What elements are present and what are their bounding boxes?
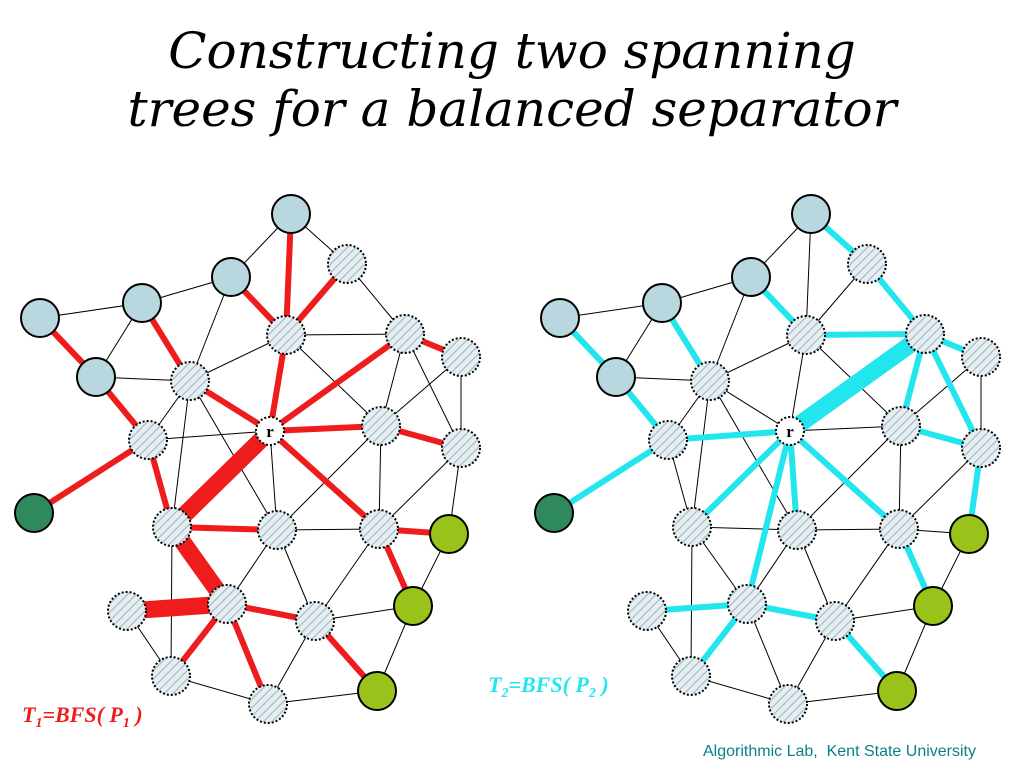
graph-nodes: r bbox=[534, 194, 1001, 724]
tree-edge bbox=[267, 331, 408, 434]
node-hatched bbox=[385, 314, 425, 354]
node-blue bbox=[642, 283, 682, 323]
node-blue bbox=[76, 357, 116, 397]
node-blue bbox=[791, 194, 831, 234]
graph-edge bbox=[805, 213, 812, 336]
title-line-2: trees for a balanced separator bbox=[127, 80, 897, 138]
node-dark-green bbox=[14, 493, 54, 533]
node-root bbox=[255, 416, 285, 446]
tree-1-label: T1=BFS( P1 ) bbox=[22, 702, 143, 731]
node-light-green bbox=[357, 671, 397, 711]
node-hatched bbox=[327, 244, 367, 284]
footer-credit: Algorithmic Lab, Kent State University bbox=[702, 743, 976, 760]
tree-edge bbox=[283, 211, 294, 338]
tree-edge bbox=[744, 428, 793, 607]
node-hatched bbox=[879, 509, 919, 549]
node-hatched bbox=[441, 337, 481, 377]
node-hatched bbox=[648, 420, 688, 460]
graph-edge bbox=[709, 380, 798, 531]
graph-edge bbox=[147, 430, 271, 441]
node-dark-green bbox=[534, 493, 574, 533]
node-hatched bbox=[627, 591, 667, 631]
node-light-green bbox=[393, 586, 433, 626]
node-hatched bbox=[359, 509, 399, 549]
node-blue bbox=[20, 298, 60, 338]
title-line-1: Constructing two spanning bbox=[168, 22, 856, 80]
graph-edge bbox=[171, 380, 191, 528]
node-hatched bbox=[786, 315, 826, 355]
node-hatched bbox=[152, 507, 192, 547]
graph-edge bbox=[796, 425, 902, 531]
node-hatched bbox=[128, 420, 168, 460]
node-blue bbox=[122, 283, 162, 323]
node-hatched bbox=[151, 656, 191, 696]
node-hatched bbox=[248, 684, 288, 724]
root-label: r bbox=[786, 422, 794, 441]
node-light-green bbox=[429, 514, 469, 554]
node-hatched bbox=[266, 315, 306, 355]
tree-edge bbox=[689, 428, 793, 530]
tree-edge-heavy bbox=[785, 327, 930, 438]
node-hatched bbox=[961, 428, 1001, 468]
node-blue bbox=[540, 298, 580, 338]
tree-edge bbox=[267, 428, 382, 532]
graph-edge bbox=[276, 425, 382, 531]
graph-tree-2: r bbox=[534, 194, 1001, 724]
node-root bbox=[775, 416, 805, 446]
node-hatched bbox=[361, 406, 401, 446]
node-hatched bbox=[207, 584, 247, 624]
node-blue bbox=[731, 257, 771, 297]
node-hatched bbox=[768, 684, 808, 724]
node-hatched bbox=[170, 361, 210, 401]
node-blue bbox=[271, 194, 311, 234]
graph-edge bbox=[285, 333, 406, 336]
node-hatched bbox=[961, 337, 1001, 377]
graph-edge bbox=[690, 526, 693, 677]
tree-2-label: T2=BFS( P2 ) bbox=[488, 672, 609, 701]
node-hatched bbox=[777, 510, 817, 550]
node-hatched bbox=[690, 361, 730, 401]
tree-edge bbox=[665, 428, 793, 443]
node-hatched bbox=[905, 314, 945, 354]
node-light-green bbox=[913, 586, 953, 626]
node-hatched bbox=[847, 244, 887, 284]
node-hatched bbox=[881, 406, 921, 446]
node-hatched bbox=[671, 656, 711, 696]
node-hatched bbox=[441, 428, 481, 468]
tree-edge bbox=[31, 437, 151, 516]
tree-edge bbox=[922, 331, 984, 451]
node-light-green bbox=[877, 671, 917, 711]
slide-title: Constructing two spanning trees for a ba… bbox=[0, 22, 1024, 138]
graph-edge bbox=[691, 380, 711, 528]
node-hatched bbox=[815, 601, 855, 641]
node-hatched bbox=[107, 591, 147, 631]
node-light-green bbox=[949, 514, 989, 554]
tree-edge-heavy bbox=[166, 424, 276, 534]
tree-edge bbox=[787, 428, 902, 532]
root-label: r bbox=[266, 422, 274, 441]
graph-edge bbox=[404, 333, 462, 449]
node-blue bbox=[211, 257, 251, 297]
graph-nodes: r bbox=[14, 194, 481, 724]
graph-tree-1: r bbox=[14, 194, 481, 724]
node-hatched bbox=[257, 510, 297, 550]
node-hatched bbox=[672, 507, 712, 547]
graph-edge bbox=[285, 334, 382, 427]
node-blue bbox=[596, 357, 636, 397]
tree-edge bbox=[551, 437, 671, 516]
node-hatched bbox=[295, 601, 335, 641]
node-hatched bbox=[727, 584, 767, 624]
tree-edge bbox=[803, 331, 928, 338]
